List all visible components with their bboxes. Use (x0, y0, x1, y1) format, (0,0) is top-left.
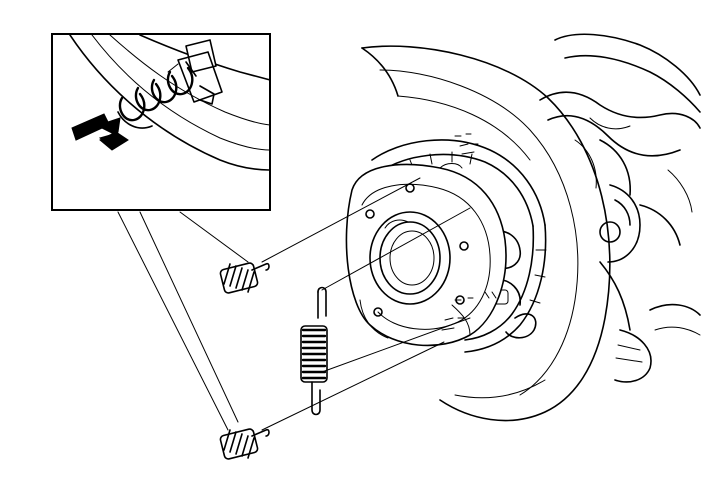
hold-down-spring-lower (219, 428, 270, 460)
hub-assembly (345, 163, 507, 347)
installation-guide-lines (261, 177, 471, 431)
knuckle-and-suspension (539, 33, 701, 383)
backing-plate (361, 45, 611, 422)
hardware-markers (441, 133, 497, 331)
curved-arrow-icon (71, 113, 129, 151)
leader-lines (117, 211, 249, 431)
return-spring (300, 286, 328, 416)
hold-down-spring-upper (219, 262, 270, 294)
detail-inset (51, 33, 271, 211)
